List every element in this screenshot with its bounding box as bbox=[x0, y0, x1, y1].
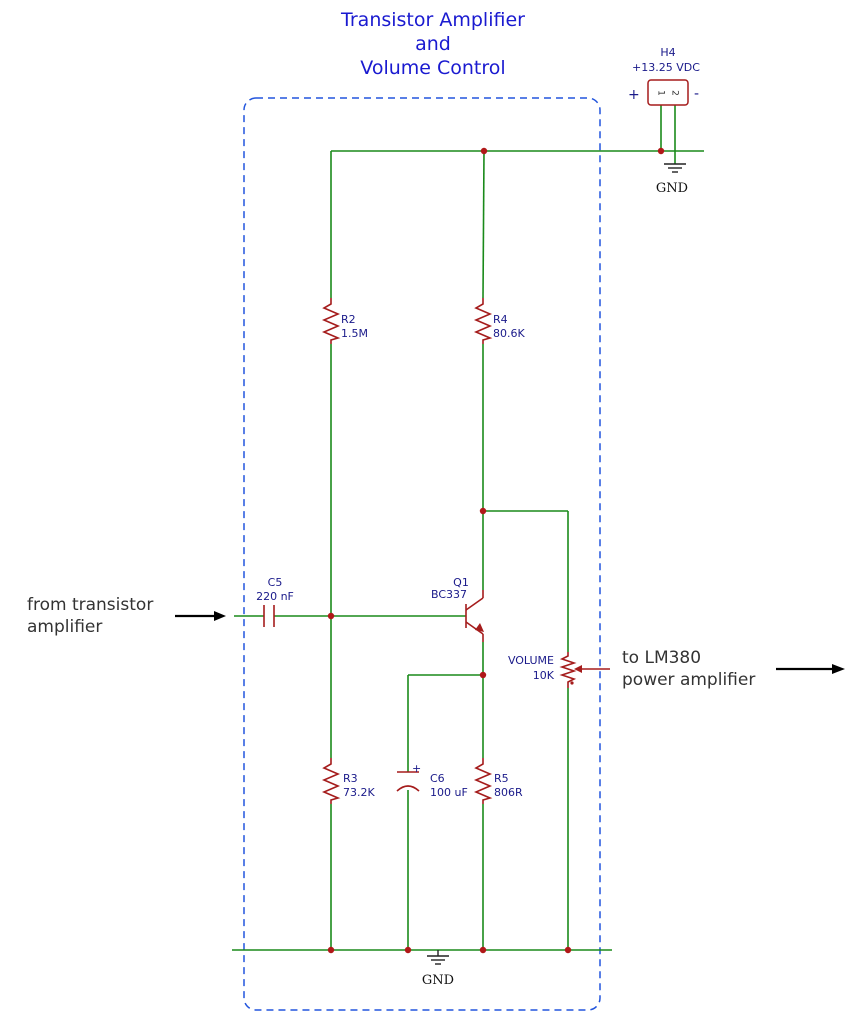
c6-polarity: + bbox=[412, 762, 421, 775]
potentiometer-volume bbox=[559, 652, 610, 688]
input-label-line-1: from transistor bbox=[27, 595, 153, 615]
wiper-arrow-icon bbox=[574, 665, 582, 673]
c5-value: 220 nF bbox=[256, 590, 294, 603]
title-line-1: Transistor Amplifier bbox=[340, 9, 525, 31]
c6-ref: C6 bbox=[430, 772, 445, 785]
resistor-r5 bbox=[473, 758, 493, 804]
r3-value: 73.2K bbox=[343, 786, 375, 799]
connector-value: +13.25 VDC bbox=[632, 61, 700, 74]
transistor-q1 bbox=[465, 590, 484, 642]
r2-value: 1.5M bbox=[341, 327, 368, 340]
volume-ref: VOLUME bbox=[508, 654, 554, 667]
connector-body bbox=[647, 79, 689, 106]
output-label-line-2: power amplifier bbox=[622, 670, 755, 690]
module-frame bbox=[243, 97, 601, 1011]
input-arrow-icon bbox=[175, 611, 226, 621]
wires bbox=[232, 105, 704, 951]
output-arrow-icon bbox=[776, 664, 845, 674]
q1-ref: Q1 bbox=[453, 576, 469, 589]
r3-ref: R3 bbox=[343, 772, 358, 785]
resistor-r4 bbox=[473, 298, 493, 344]
c6-value: 100 uF bbox=[430, 786, 468, 799]
capacitor-c6 bbox=[396, 771, 420, 792]
connector-ref: H4 bbox=[660, 46, 675, 59]
gnd-label-top: GND bbox=[656, 181, 688, 196]
input-label-line-2: amplifier bbox=[27, 617, 102, 637]
c5-ref: C5 bbox=[268, 576, 283, 589]
capacitor-c5 bbox=[263, 605, 275, 627]
connector-pin-2: 2 bbox=[670, 90, 680, 96]
resistor-r3 bbox=[321, 758, 341, 804]
connector-plus: + bbox=[628, 87, 640, 103]
connector-minus: - bbox=[694, 86, 699, 102]
r4-value: 80.6K bbox=[493, 327, 525, 340]
resistor-r2 bbox=[321, 298, 341, 344]
junctions bbox=[327, 147, 665, 954]
title-line-3: Volume Control bbox=[360, 57, 505, 79]
ground-symbol-top bbox=[664, 163, 686, 173]
q1-value: BC337 bbox=[431, 588, 467, 601]
title-line-2: and bbox=[415, 33, 451, 55]
r4-ref: R4 bbox=[493, 313, 508, 326]
emitter-arrow-icon bbox=[475, 623, 484, 632]
connector-pin-1: 1 bbox=[656, 90, 666, 96]
output-label-line-1: to LM380 bbox=[622, 648, 701, 668]
volume-value: 10K bbox=[533, 669, 555, 682]
gnd-label-bottom: GND bbox=[422, 973, 454, 988]
r5-value: 806R bbox=[494, 786, 523, 799]
r5-ref: R5 bbox=[494, 772, 509, 785]
r2-ref: R2 bbox=[341, 313, 356, 326]
connector-h4: 1 2 H4 +13.25 VDC + - bbox=[628, 46, 700, 106]
ground-symbol-bottom bbox=[427, 950, 449, 965]
